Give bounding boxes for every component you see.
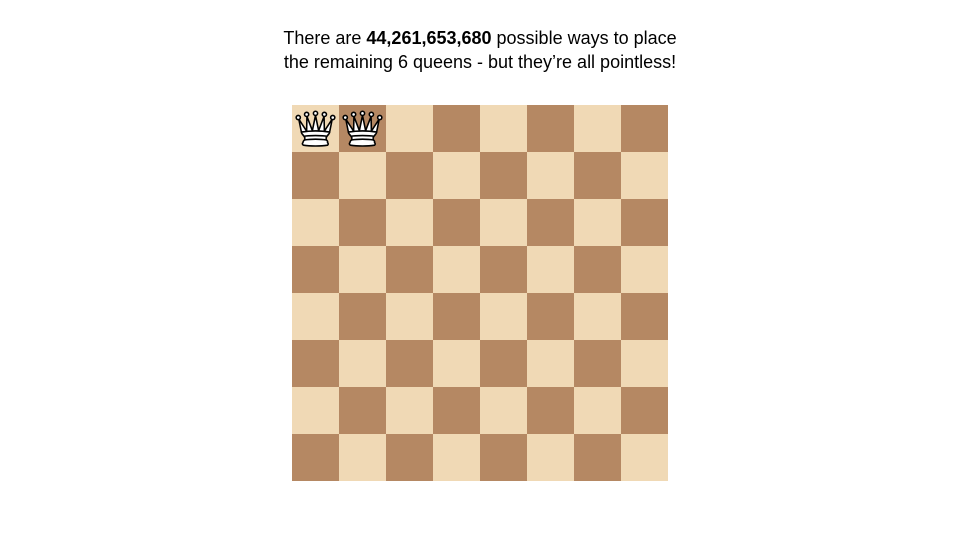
board-square <box>292 340 339 387</box>
board-square <box>527 152 574 199</box>
board-square <box>386 152 433 199</box>
board-square <box>480 387 527 434</box>
board-square <box>621 199 668 246</box>
caption-prefix: There are <box>283 28 367 48</box>
board-square <box>433 434 480 481</box>
board-square <box>339 105 386 152</box>
board-square <box>480 199 527 246</box>
board-square <box>574 387 621 434</box>
caption: There are 44,261,653,680 possible ways t… <box>180 26 780 74</box>
board-square <box>527 434 574 481</box>
board-square <box>433 387 480 434</box>
board-square <box>339 340 386 387</box>
board-square <box>386 387 433 434</box>
board-square <box>292 293 339 340</box>
board-square <box>527 340 574 387</box>
board-square <box>574 293 621 340</box>
board-square <box>386 293 433 340</box>
caption-line-2: the remaining 6 queens - but they’re all… <box>283 52 677 72</box>
board-square <box>574 434 621 481</box>
white-queen-icon <box>339 105 386 152</box>
board-square <box>433 105 480 152</box>
board-square <box>386 434 433 481</box>
board-square <box>574 199 621 246</box>
board-square <box>621 340 668 387</box>
board-square <box>621 387 668 434</box>
board-square <box>292 434 339 481</box>
board-square <box>621 105 668 152</box>
board-square <box>339 152 386 199</box>
caption-count: 44,261,653,680 <box>366 28 492 48</box>
board-square <box>386 105 433 152</box>
board-square <box>527 199 574 246</box>
board-square <box>480 246 527 293</box>
board-square <box>433 293 480 340</box>
board-square <box>574 340 621 387</box>
board-square <box>292 152 339 199</box>
board-square <box>339 199 386 246</box>
board-square <box>480 340 527 387</box>
board-square <box>527 387 574 434</box>
board-square <box>527 246 574 293</box>
board-square <box>621 152 668 199</box>
board-square <box>480 293 527 340</box>
board-square <box>480 434 527 481</box>
board-square <box>339 246 386 293</box>
board-square <box>574 246 621 293</box>
board-square <box>574 152 621 199</box>
caption-suffix: possible ways to place <box>491 28 677 48</box>
board-square <box>574 105 621 152</box>
board-square <box>433 199 480 246</box>
board-square <box>527 105 574 152</box>
board-square <box>433 246 480 293</box>
board-square <box>433 152 480 199</box>
board-square <box>621 293 668 340</box>
caption-line-1: There are 44,261,653,680 possible ways t… <box>180 26 780 50</box>
board-square <box>386 199 433 246</box>
board-square <box>339 387 386 434</box>
board-square <box>292 246 339 293</box>
board-square <box>292 199 339 246</box>
white-queen-icon <box>292 105 339 152</box>
board-square <box>480 105 527 152</box>
board-square <box>386 340 433 387</box>
board-square <box>621 246 668 293</box>
board-square <box>339 434 386 481</box>
board-square <box>433 340 480 387</box>
board-square <box>292 387 339 434</box>
board-square <box>480 152 527 199</box>
board-square <box>292 105 339 152</box>
board-square <box>386 246 433 293</box>
board-square <box>339 293 386 340</box>
board-square <box>527 293 574 340</box>
chess-board <box>292 105 668 481</box>
board-square <box>621 434 668 481</box>
